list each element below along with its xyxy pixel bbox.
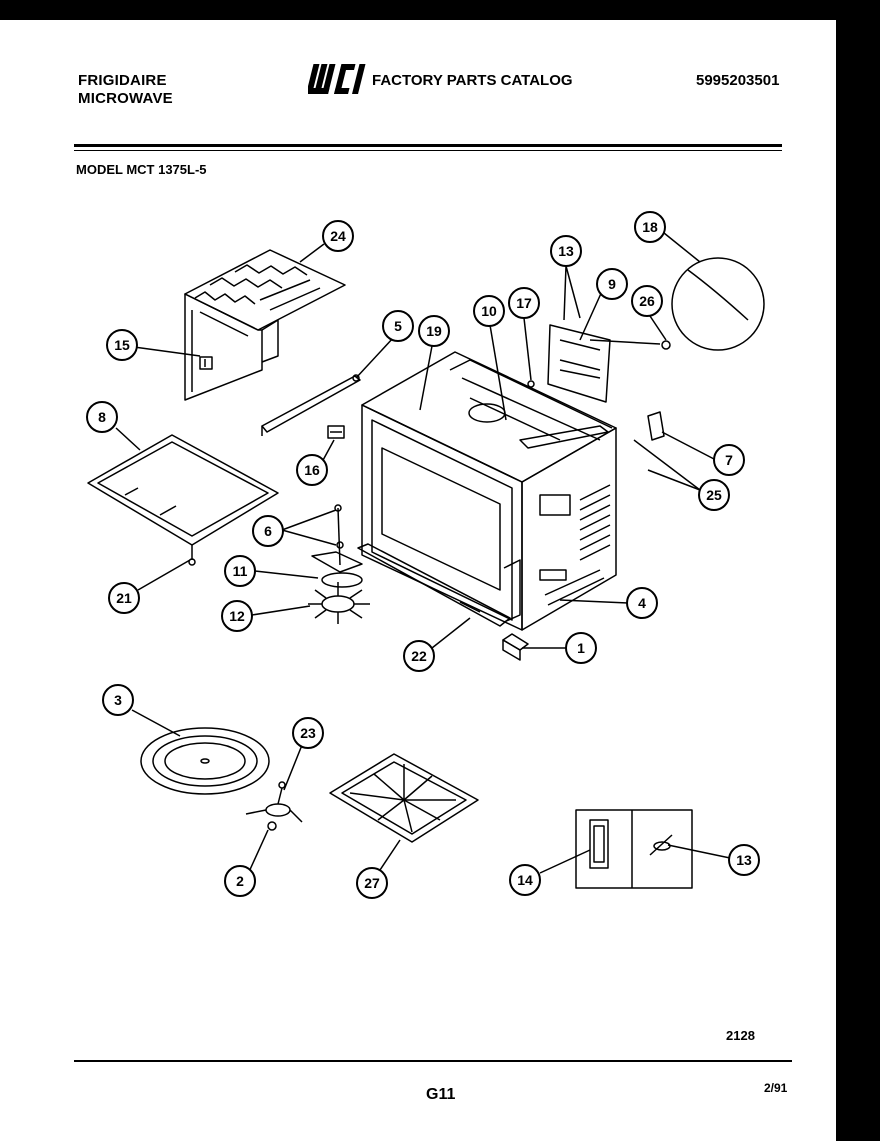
callout-13-kit: 13 [728, 844, 760, 876]
callout-19: 19 [418, 315, 450, 347]
callout-8-label: 8 [98, 409, 106, 425]
wci-logo [308, 64, 366, 94]
callout-17: 17 [508, 287, 540, 319]
callout-2-label: 2 [236, 873, 244, 889]
callout-13-kit-label: 13 [736, 852, 752, 868]
callout-16-label: 16 [304, 462, 320, 478]
part-8-door-panel [87, 434, 279, 566]
callout-14-label: 14 [517, 872, 533, 888]
callout-7-label: 7 [725, 452, 733, 468]
callout-9: 9 [596, 268, 628, 300]
callout-10-label: 10 [481, 303, 497, 319]
part-27-rack [329, 753, 479, 843]
part-12-stirrer-fan [308, 582, 370, 624]
leader-lines [115, 232, 731, 875]
part-26-screw [589, 339, 671, 350]
catalog-code: 5995203501 [696, 72, 780, 89]
part-9-control-panel [547, 324, 611, 403]
part-1-switch [502, 633, 529, 661]
part-2-coupler [267, 821, 277, 831]
part-16-latch [327, 425, 345, 439]
callout-14: 14 [509, 864, 541, 896]
part-11-stirrer-cover [311, 551, 363, 588]
callout-15-label: 15 [114, 337, 130, 353]
part-15-clip [199, 356, 213, 370]
callout-26-label: 26 [639, 293, 655, 309]
product-type: MICROWAVE [78, 90, 173, 107]
part-24-outer-wrapper [184, 249, 346, 401]
part-14-13-kit-box [575, 809, 693, 889]
callout-1-label: 1 [577, 640, 585, 656]
callout-27: 27 [356, 867, 388, 899]
part-5-rail [261, 374, 361, 436]
callout-1: 1 [565, 632, 597, 664]
part-18-harness [671, 257, 765, 351]
callout-2: 2 [224, 865, 256, 897]
callout-6-label: 6 [264, 523, 272, 539]
part-6-shaft [334, 504, 344, 566]
callout-27-label: 27 [364, 875, 380, 891]
callout-19-label: 19 [426, 323, 442, 339]
main-oven-cabinet [361, 351, 617, 631]
callout-13-top: 13 [550, 235, 582, 267]
callout-16: 16 [296, 454, 328, 486]
part-3-turntable [140, 727, 270, 795]
header-rule-thick [74, 144, 782, 147]
callout-21-label: 21 [116, 590, 132, 606]
callout-7: 7 [713, 444, 745, 476]
footer-rule [74, 1060, 792, 1062]
callout-18: 18 [634, 211, 666, 243]
callout-3: 3 [102, 684, 134, 716]
part-17-fastener [527, 380, 535, 388]
part-22-bottom-rail [357, 543, 511, 627]
brand-block: FRIGIDAIRE MICROWAVE [78, 72, 173, 108]
callout-9-label: 9 [608, 276, 616, 292]
callout-22-label: 22 [411, 648, 427, 664]
callout-23-label: 23 [300, 725, 316, 741]
callout-balloons: 24 15 8 21 5 19 16 6 11 12 10 17 13 9 18… [86, 211, 760, 899]
callout-22: 22 [403, 640, 435, 672]
callout-5: 5 [382, 310, 414, 342]
figure-code: 2128 [726, 1028, 755, 1043]
callout-24-label: 24 [330, 228, 346, 244]
brand-name: FRIGIDAIRE [78, 72, 167, 89]
callout-23: 23 [292, 717, 324, 749]
callout-4-label: 4 [638, 595, 646, 611]
callout-11: 11 [224, 555, 256, 587]
page-label: G11 [426, 1086, 456, 1103]
callout-11-label: 11 [233, 563, 248, 579]
callout-18-label: 18 [642, 219, 658, 235]
callout-6: 6 [252, 515, 284, 547]
callout-26: 26 [631, 285, 663, 317]
callout-5-label: 5 [394, 318, 402, 334]
callout-10: 10 [473, 295, 505, 327]
callout-13-top-label: 13 [558, 243, 574, 259]
part-7-bracket [647, 411, 665, 441]
catalog-title: FACTORY PARTS CATALOG [372, 72, 573, 89]
callout-15: 15 [106, 329, 138, 361]
callout-12: 12 [221, 600, 253, 632]
callout-3-label: 3 [114, 692, 122, 708]
callout-21: 21 [108, 582, 140, 614]
callout-24: 24 [322, 220, 354, 252]
callout-12-label: 12 [229, 608, 245, 624]
callout-8: 8 [86, 401, 118, 433]
part-23-roller-ring [245, 781, 303, 823]
revision-date: 2/91 [764, 1081, 788, 1095]
callout-25-label: 25 [706, 487, 722, 503]
callout-25: 25 [698, 479, 730, 511]
callout-4: 4 [626, 587, 658, 619]
header-rule-thin [74, 150, 782, 151]
model-label: MODEL MCT 1375L-5 [76, 162, 207, 177]
callout-17-label: 17 [516, 295, 532, 311]
